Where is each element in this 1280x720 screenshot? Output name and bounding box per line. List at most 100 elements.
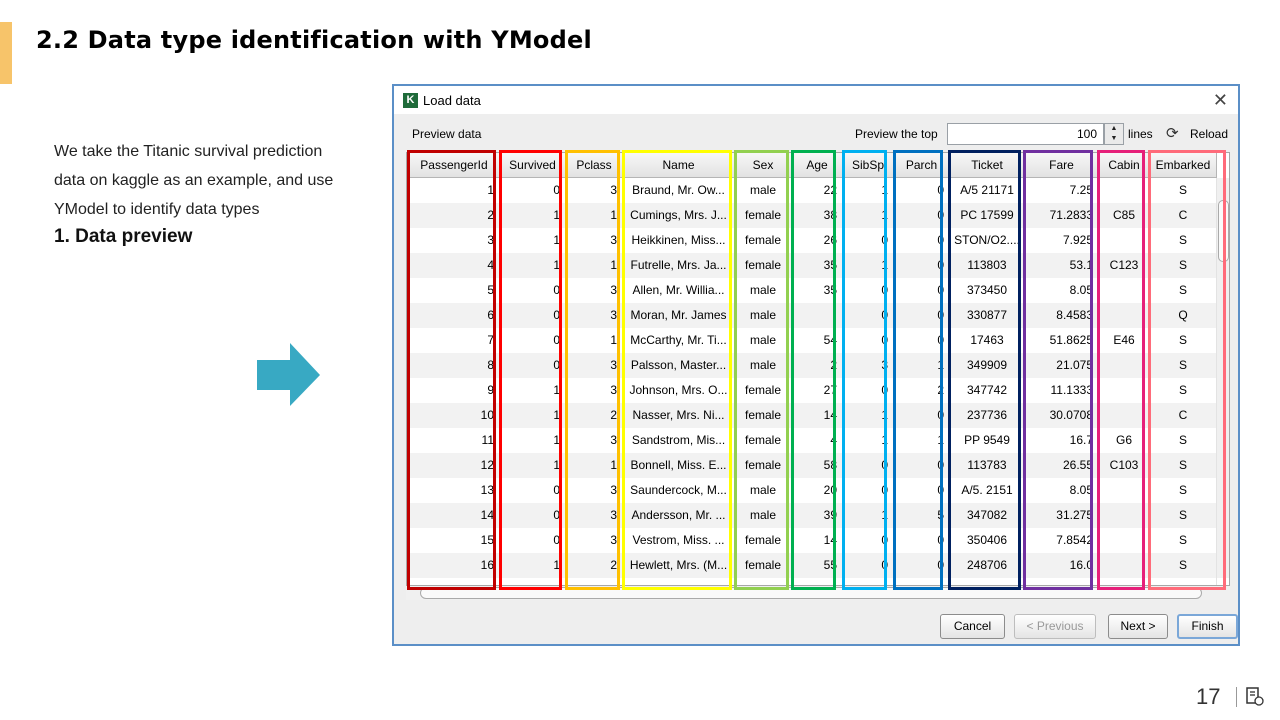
table-cell[interactable]: 17 [409, 578, 500, 585]
table-cell[interactable]: 12 [409, 453, 500, 478]
table-cell[interactable]: 0 [894, 328, 950, 353]
table-cell[interactable]: 1 [843, 203, 894, 228]
table-cell[interactable]: C [1150, 203, 1217, 228]
table-cell[interactable]: 39 [792, 503, 843, 528]
table-cell[interactable]: 26.55 [1025, 453, 1099, 478]
table-cell[interactable]: 9 [409, 378, 500, 403]
close-icon[interactable]: ✕ [1212, 90, 1228, 110]
table-row[interactable] [407, 303, 1217, 328]
table-cell[interactable]: 1 [500, 553, 566, 578]
table-cell[interactable]: C103 [1099, 453, 1150, 478]
table-cell[interactable]: 347082 [950, 503, 1025, 528]
table-cell[interactable]: 373450 [950, 278, 1025, 303]
table-cell[interactable]: 3 [566, 528, 623, 553]
table-cell[interactable]: 8.05 [1025, 478, 1099, 503]
table-cell[interactable]: 1 [500, 453, 566, 478]
table-cell[interactable]: A/5. 2151 [950, 478, 1025, 503]
table-cell[interactable]: 3 [566, 378, 623, 403]
table-cell[interactable]: 3 [843, 353, 894, 378]
table-cell[interactable]: 237736 [950, 403, 1025, 428]
column-header-cabin[interactable]: Cabin [1099, 153, 1150, 178]
table-cell[interactable]: S [1150, 503, 1217, 528]
table-cell[interactable]: Cumings, Mrs. J... [623, 203, 735, 228]
table-row[interactable] [407, 503, 1217, 528]
column-header-sibsp[interactable]: SibSp [843, 153, 894, 178]
table-cell[interactable]: S [1150, 428, 1217, 453]
table-cell[interactable]: 382652 [950, 578, 1025, 585]
table-cell[interactable]: 3 [566, 428, 623, 453]
column-header-passengerid[interactable]: PassengerId [409, 153, 500, 178]
table-cell[interactable]: female [735, 253, 792, 278]
table-cell[interactable] [1099, 353, 1150, 378]
table-cell[interactable]: 0 [843, 303, 894, 328]
table-cell[interactable]: 1 [566, 328, 623, 353]
table-cell[interactable]: 3 [566, 503, 623, 528]
table-cell[interactable]: 0 [500, 178, 566, 203]
table-cell[interactable]: 3 [566, 578, 623, 585]
column-header-fare[interactable]: Fare [1025, 153, 1099, 178]
lines-stepper[interactable]: ▲ ▼ [1104, 123, 1124, 145]
column-header-name[interactable]: Name [623, 153, 735, 178]
table-cell[interactable]: 30.0708 [1025, 403, 1099, 428]
table-cell[interactable]: S [1150, 278, 1217, 303]
table-cell[interactable]: 0 [500, 503, 566, 528]
table-cell[interactable]: 0 [843, 228, 894, 253]
table-cell[interactable]: female [735, 228, 792, 253]
finish-button[interactable]: Finish [1177, 614, 1238, 639]
table-cell[interactable]: 1 [500, 203, 566, 228]
table-cell[interactable] [1099, 528, 1150, 553]
table-cell[interactable]: 7.8542 [1025, 528, 1099, 553]
table-cell[interactable]: Q [1150, 578, 1217, 585]
table-row[interactable] [407, 203, 1217, 228]
table-cell[interactable]: 13 [409, 478, 500, 503]
table-cell[interactable]: 7.25 [1025, 178, 1099, 203]
table-cell[interactable]: 16.7 [1025, 428, 1099, 453]
table-cell[interactable]: 8.4583 [1025, 303, 1099, 328]
table-cell[interactable]: S [1150, 378, 1217, 403]
table-cell[interactable]: 1 [409, 178, 500, 203]
table-cell[interactable]: 1 [843, 178, 894, 203]
table-cell[interactable]: 1 [500, 228, 566, 253]
table-cell[interactable]: 4 [409, 253, 500, 278]
table-cell[interactable]: 0 [894, 178, 950, 203]
table-cell[interactable]: female [735, 553, 792, 578]
reload-icon[interactable]: ⟳ [1166, 125, 1179, 142]
table-cell[interactable]: 330877 [950, 303, 1025, 328]
table-cell[interactable]: male [735, 328, 792, 353]
table-cell[interactable]: 2 [894, 378, 950, 403]
table-cell[interactable]: 0 [894, 478, 950, 503]
table-cell[interactable]: Saundercock, M... [623, 478, 735, 503]
stepper-down-icon[interactable]: ▼ [1110, 135, 1118, 142]
column-header-embarked[interactable]: Embarked [1150, 153, 1217, 178]
table-cell[interactable]: 3 [566, 228, 623, 253]
table-cell[interactable]: 17463 [950, 328, 1025, 353]
table-cell[interactable]: 11.1333 [1025, 378, 1099, 403]
table-cell[interactable]: 1 [566, 203, 623, 228]
table-cell[interactable]: 1 [843, 253, 894, 278]
table-cell[interactable]: 15 [409, 528, 500, 553]
table-cell[interactable]: Rice, Master. Eu... [623, 578, 735, 585]
table-cell[interactable]: S [1150, 253, 1217, 278]
reload-label[interactable]: Reload [1190, 127, 1229, 141]
table-cell[interactable]: female [735, 428, 792, 453]
table-cell[interactable]: 5 [894, 503, 950, 528]
table-cell[interactable]: Bonnell, Miss. E... [623, 453, 735, 478]
table-cell[interactable]: Moran, Mr. James [623, 303, 735, 328]
vertical-scroll-thumb[interactable] [1218, 200, 1229, 262]
table-cell[interactable]: 2 [566, 553, 623, 578]
table-cell[interactable]: Vestrom, Miss. ... [623, 528, 735, 553]
table-cell[interactable]: 0 [843, 328, 894, 353]
table-cell[interactable] [792, 303, 843, 328]
table-cell[interactable]: Futrelle, Mrs. Ja... [623, 253, 735, 278]
table-cell[interactable]: 26 [792, 228, 843, 253]
table-cell[interactable]: 1 [843, 403, 894, 428]
table-cell[interactable]: 1 [500, 253, 566, 278]
table-cell[interactable]: 16 [409, 553, 500, 578]
table-cell[interactable]: 3 [409, 228, 500, 253]
table-cell[interactable]: 11 [409, 428, 500, 453]
table-cell[interactable]: C123 [1099, 253, 1150, 278]
table-cell[interactable]: 0 [894, 228, 950, 253]
table-cell[interactable]: 3 [566, 303, 623, 328]
table-cell[interactable] [1099, 478, 1150, 503]
